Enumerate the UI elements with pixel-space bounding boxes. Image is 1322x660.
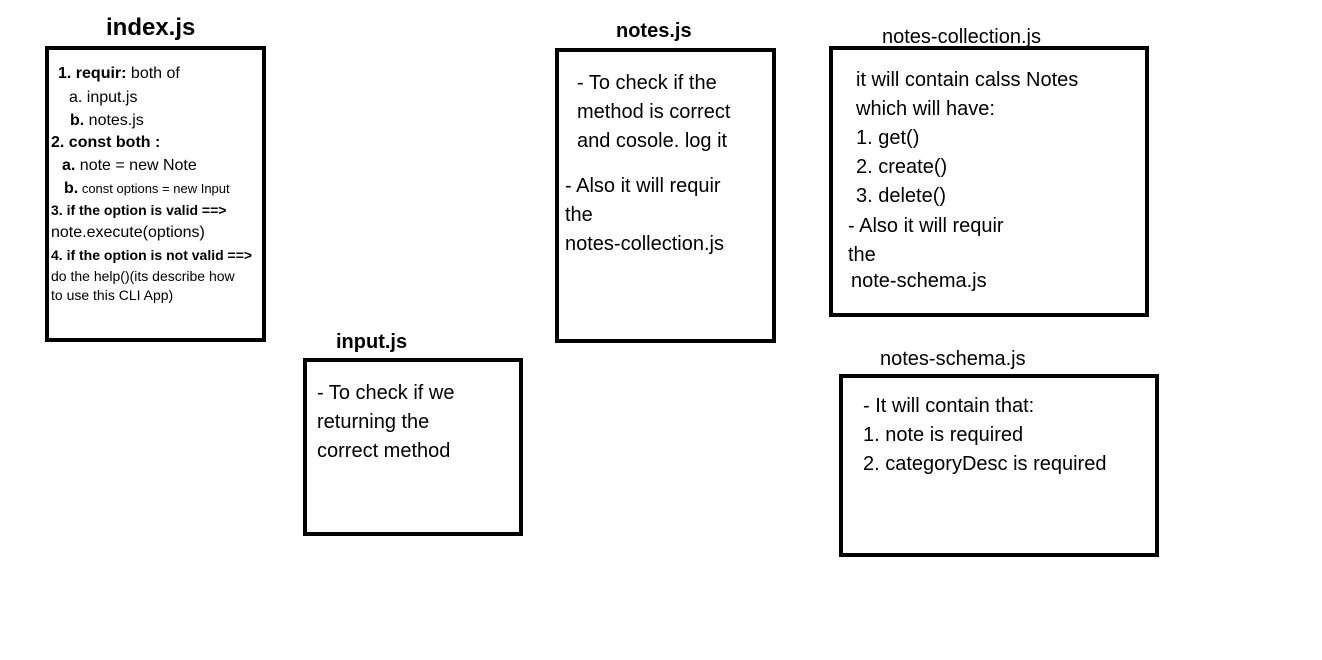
index-js-title: index.js [106,14,196,41]
collection-line-3: 1. get() [856,127,920,149]
collection-line-5: 3. delete() [856,185,947,207]
index-line-1-num: 1. requir: [58,65,127,82]
index-js-box: 1. requir: both of a. input.js b. notes.… [45,46,266,342]
input-line-1: - To check if we [317,382,455,404]
notes-schema-js-title: notes-schema.js [880,348,1026,370]
index-line-3-num: b. [70,112,85,129]
notes-collection-js-title: notes-collection.js [882,26,1041,48]
collection-line-2: which will have: [856,98,995,120]
notes-js-box: - To check if the method is correct and … [555,48,776,343]
input-js-box: - To check if we returning the correct m… [303,358,523,536]
notes-line-6: notes-collection.js [565,233,724,255]
index-line-10: do the help()(its describe how [51,269,235,283]
schema-line-3: 2. categoryDesc is required [863,453,1107,475]
notes-line-5: the [565,204,593,226]
index-line-9-num: 4. if the option is not valid ==> [51,247,253,263]
index-line-5-num: a. [62,157,76,174]
index-line-4: 2. const both : [51,135,160,151]
index-line-4-num: 2. const both : [51,134,161,151]
index-line-5-text: note = new Note [75,157,197,174]
collection-line-4: 2. create() [856,156,948,178]
index-line-5: a. note = new Note [62,158,197,174]
index-line-2: a. input.js [69,90,137,106]
schema-line-2: 1. note is required [863,424,1024,446]
notes-js-title: notes.js [616,20,692,42]
input-line-3: correct method [317,440,451,462]
index-line-6: b. const options = new Input [64,181,230,197]
index-line-6-text: const options = new Input [78,181,230,196]
notes-line-3: and cosole. log it [577,130,728,152]
index-line-9: 4. if the option is not valid ==> [51,248,252,262]
index-line-7-num: 3. if the option is valid ==> [51,202,227,218]
index-line-7: 3. if the option is valid ==> [51,203,226,217]
notes-line-4: - Also it will requir [565,175,721,197]
notes-schema-js-box: - It will contain that: 1. note is requi… [839,374,1159,557]
index-line-1-text: both of [126,65,180,82]
index-line-8: note.execute(options) [51,225,205,241]
notes-line-2: method is correct [577,101,731,123]
notes-line-1: - To check if the [577,72,717,94]
input-js-title: input.js [336,331,408,353]
index-line-1: 1. requir: both of [58,66,180,82]
collection-line-8: note-schema.js [851,270,987,292]
collection-line-1: it will contain calss Notes [856,69,1079,91]
index-line-3: b. notes.js [70,113,144,129]
input-line-2: returning the [317,411,430,433]
index-line-11-text: to use this CLI App) [51,287,174,303]
index-line-11: to use this CLI App) [51,288,173,302]
notes-collection-js-box: it will contain calss Notes which will h… [829,46,1149,317]
schema-line-1: - It will contain that: [863,395,1035,417]
collection-line-6: - Also it will requir [848,215,1004,237]
index-line-2-text: a. input.js [69,89,138,106]
index-line-6-num: b. [64,180,79,197]
index-line-10-text: do the help()(its describe how [51,268,235,284]
index-line-3-text: notes.js [84,112,144,129]
index-line-8-text: note.execute(options) [51,224,205,241]
collection-line-7: the [848,244,876,266]
